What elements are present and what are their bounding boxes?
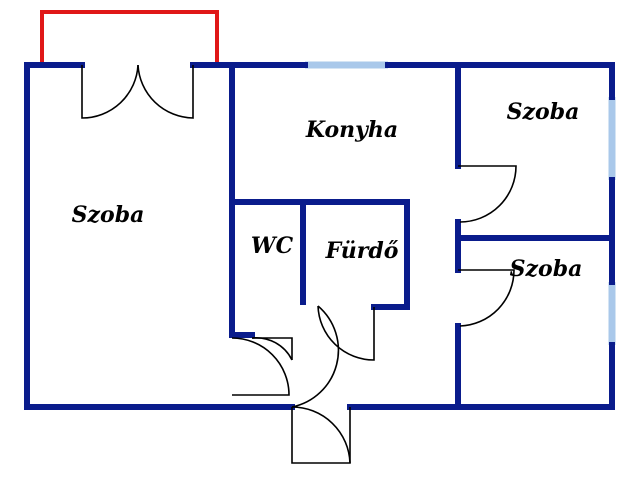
door-balcony-right [137,64,194,119]
windows [305,61,616,345]
label-bathroom: Fürdő [325,238,399,264]
door-living-room [231,337,290,396]
walls [24,62,615,410]
label-room-bottom-right: Szoba [510,256,583,282]
exterior-wall-bottom-right [347,342,615,410]
door-room-bottom-right [458,269,515,327]
door-wc-arc [251,336,293,361]
label-living-room: Szoba [72,202,145,228]
doors [81,64,517,464]
door-balcony-left [81,64,139,119]
door-entrance-arc [291,406,351,464]
door-room-top-right [458,165,517,223]
door-entrance-frame [291,407,351,464]
balcony-outline [40,10,219,64]
door-entrance-hall-arc [291,305,340,408]
exterior-wall-left [24,62,235,410]
label-kitchen: Konyha [305,117,398,143]
door-bathroom [317,305,375,361]
room-labels: Szoba Konyha Szoba WC Fürdő Szoba [72,99,583,282]
label-room-top-right: Szoba [507,99,580,125]
label-wc: WC [251,233,294,259]
